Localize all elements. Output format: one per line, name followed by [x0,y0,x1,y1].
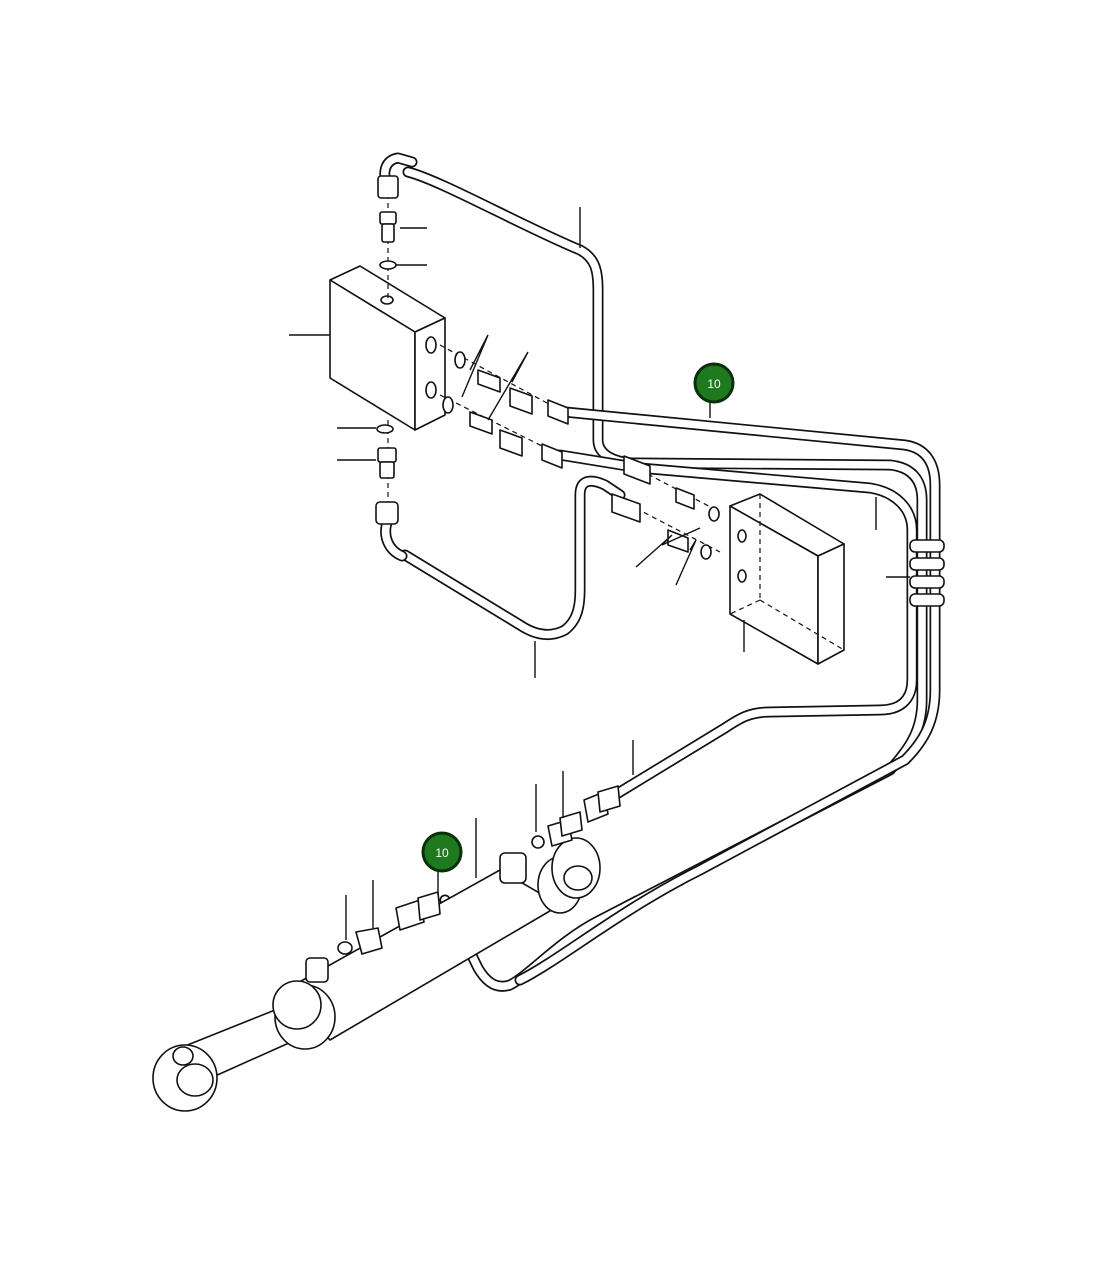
box-side-fittings [611,455,721,560]
hose-assembly-lower-left [399,475,626,641]
hose-assembly-right-outer [514,406,941,986]
callout-10-lower-label: 10 [435,846,449,860]
leader-lines [289,207,910,940]
callout-10-upper-label: 10 [707,377,721,391]
hose-assembly-right-inner [554,449,918,801]
valve-side-fittings [439,344,569,469]
hose-clamp [909,539,945,607]
hose-assembly-long [402,166,928,992]
control-box [729,493,845,665]
callout-10-lower-circle [421,831,463,873]
top-fitting-stack [377,175,399,300]
callout-10-lower[interactable]: 10 [421,831,463,873]
valve-block [329,265,446,431]
callout-10-upper-circle [693,362,735,404]
cylinder-fittings [337,785,621,955]
hose-lower-elbow [380,514,408,562]
callout-10-upper[interactable]: 10 [693,362,735,404]
hydraulic-cylinder [152,837,601,1112]
bottom-fitting-stack [375,420,399,525]
